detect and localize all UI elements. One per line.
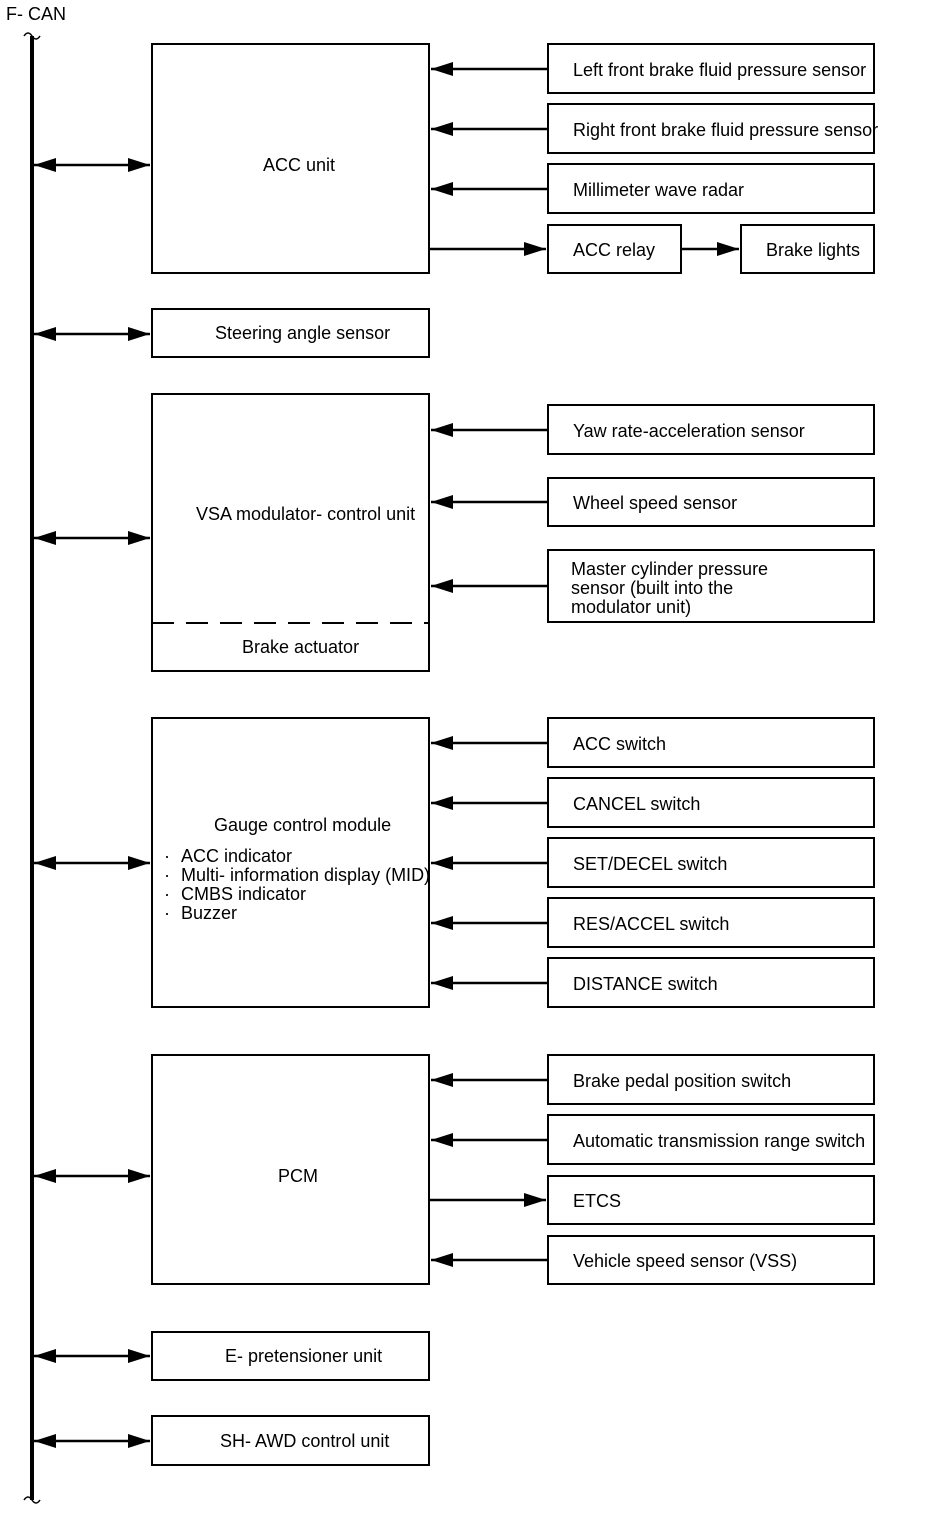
e-pretensioner-label: E- pretensioner unit <box>225 1346 382 1366</box>
brake-pedal-switch-label: Brake pedal position switch <box>573 1071 791 1091</box>
can-bus-line <box>23 32 41 1504</box>
wheel-speed-sensor: Wheel speed sensor <box>547 477 875 527</box>
at-range-switch-label: Automatic transmission range switch <box>573 1131 865 1151</box>
gauge-item-acc-indicator: ACC indicator <box>181 846 292 866</box>
gauge-bullet-4: · <box>164 903 170 923</box>
rf-brake-fluid-sensor-label: Right front brake fluid pressure sensor <box>573 120 878 140</box>
master-cylinder-label-line-2: sensor (built into the <box>571 578 733 598</box>
millimeter-wave-radar: Millimeter wave radar <box>547 163 875 214</box>
set-decel-switch: SET/DECEL switch <box>547 837 875 888</box>
gauge-control-module: Gauge control module · ACC indicator · M… <box>151 717 430 1008</box>
gauge-item-mid: Multi- information display (MID) <box>181 865 430 885</box>
millimeter-wave-radar-label: Millimeter wave radar <box>573 180 744 200</box>
sh-awd-control-unit: SH- AWD control unit <box>151 1415 430 1466</box>
steering-angle-sensor: Steering angle sensor <box>151 308 430 358</box>
acc-unit: ACC unit <box>151 43 430 274</box>
brake-lights-label: Brake lights <box>766 240 860 260</box>
master-cylinder-pressure-sensor: Master cylinder pressure sensor (built i… <box>547 549 875 623</box>
etcs: ETCS <box>547 1175 875 1225</box>
bus-label: F- CAN <box>6 4 66 24</box>
gauge-bullet-1: · <box>164 846 170 866</box>
vsa-modulator-control-unit: VSA modulator- control unit Brake actuat… <box>151 393 430 672</box>
sh-awd-label: SH- AWD control unit <box>220 1431 389 1451</box>
vsa-unit-label: VSA modulator- control unit <box>196 504 415 524</box>
cancel-switch-label: CANCEL switch <box>573 794 700 814</box>
wheel-speed-sensor-label: Wheel speed sensor <box>573 493 737 513</box>
rf-brake-fluid-sensor: Right front brake fluid pressure sensor <box>547 103 878 154</box>
etcs-label: ETCS <box>573 1191 621 1211</box>
res-accel-switch-label: RES/ACCEL switch <box>573 914 729 934</box>
pcm-label: PCM <box>278 1166 318 1186</box>
acc-unit-label: ACC unit <box>263 155 335 175</box>
lf-brake-fluid-sensor-label: Left front brake fluid pressure sensor <box>573 60 866 80</box>
set-decel-switch-label: SET/DECEL switch <box>573 854 727 874</box>
gauge-module-label: Gauge control module <box>214 815 391 835</box>
brake-pedal-position-switch: Brake pedal position switch <box>547 1054 875 1105</box>
distance-switch-label: DISTANCE switch <box>573 974 718 994</box>
master-cylinder-label-line-1: Master cylinder pressure <box>571 559 768 579</box>
pcm-unit: PCM <box>151 1054 430 1285</box>
at-range-switch: Automatic transmission range switch <box>547 1114 875 1165</box>
steering-angle-sensor-label: Steering angle sensor <box>215 323 390 343</box>
res-accel-switch: RES/ACCEL switch <box>547 897 875 948</box>
gauge-item-buzzer: Buzzer <box>181 903 237 923</box>
acc-relay-label: ACC relay <box>573 240 655 260</box>
vehicle-speed-sensor: Vehicle speed sensor (VSS) <box>547 1235 875 1285</box>
gauge-item-cmbs-indicator: CMBS indicator <box>181 884 306 904</box>
yaw-rate-sensor: Yaw rate-acceleration sensor <box>547 404 875 455</box>
e-pretensioner-unit: E- pretensioner unit <box>151 1331 430 1381</box>
cancel-switch: CANCEL switch <box>547 777 875 828</box>
acc-switch: ACC switch <box>547 717 875 768</box>
brake-lights: Brake lights <box>740 224 875 274</box>
brake-actuator-label: Brake actuator <box>242 637 359 657</box>
yaw-rate-sensor-label: Yaw rate-acceleration sensor <box>573 421 805 441</box>
distance-switch: DISTANCE switch <box>547 957 875 1008</box>
gauge-bullet-2: · <box>164 865 170 885</box>
vss-label: Vehicle speed sensor (VSS) <box>573 1251 797 1271</box>
acc-relay: ACC relay <box>547 224 682 274</box>
acc-switch-label: ACC switch <box>573 734 666 754</box>
master-cylinder-label-line-3: modulator unit) <box>571 597 691 617</box>
lf-brake-fluid-sensor: Left front brake fluid pressure sensor <box>547 43 875 94</box>
gauge-bullet-3: · <box>164 884 170 904</box>
